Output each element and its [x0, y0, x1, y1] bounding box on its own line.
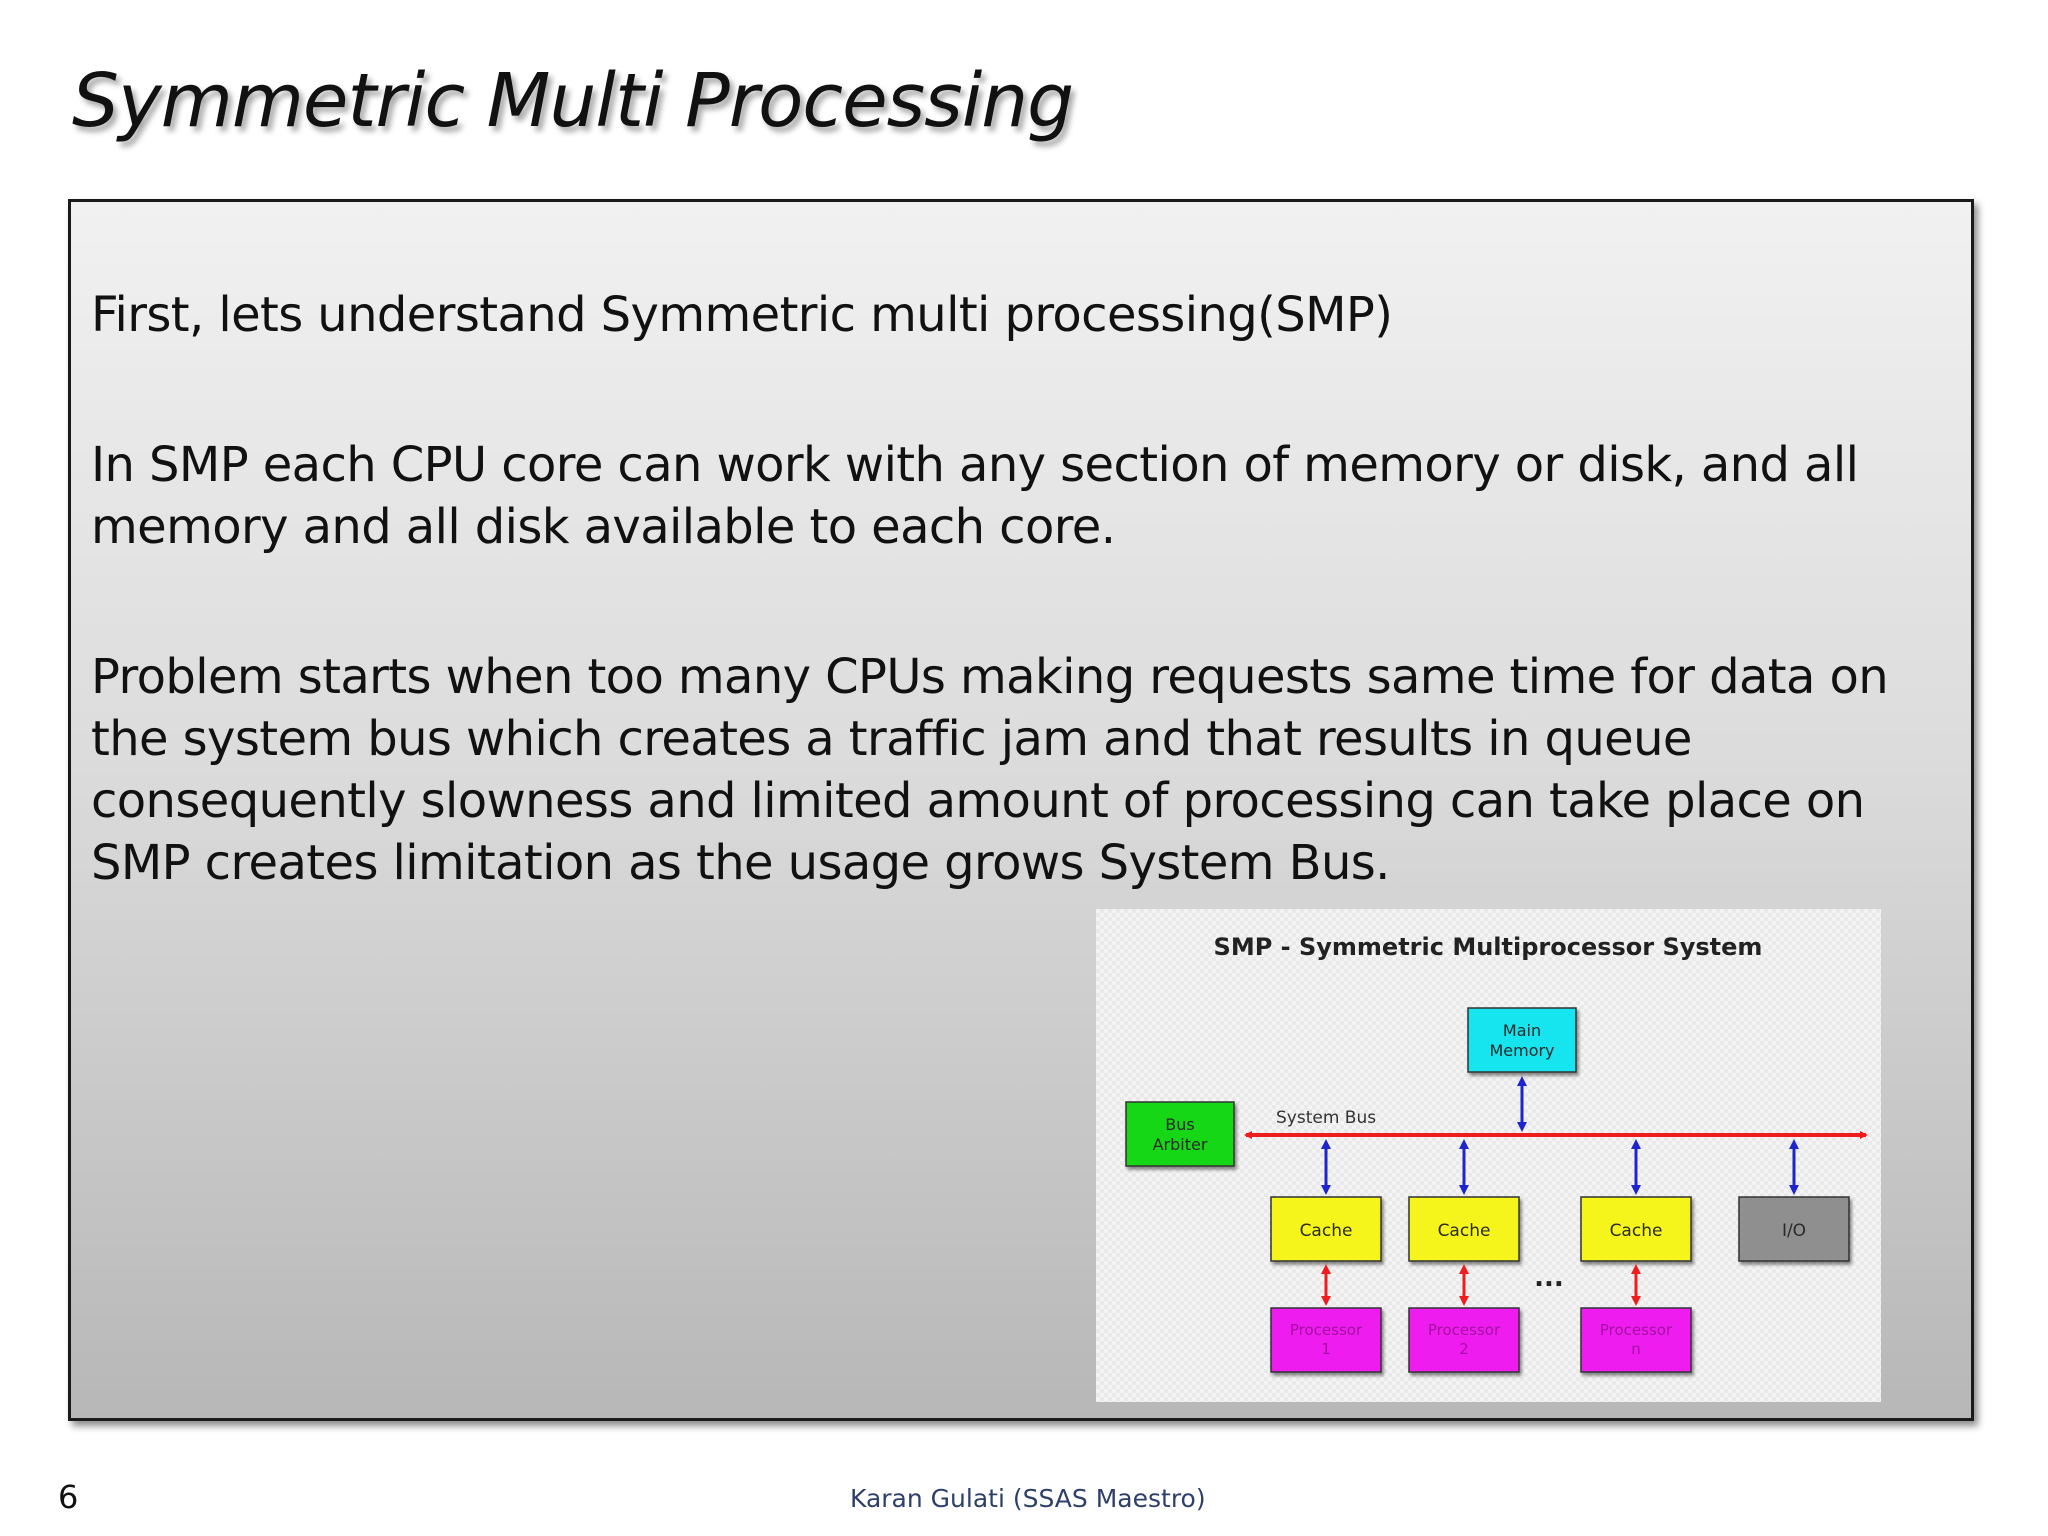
svg-text:Arbiter: Arbiter: [1153, 1135, 1208, 1154]
content-box: First, lets understand Symmetric multi p…: [68, 199, 1974, 1421]
smp-problem-paragraph: Problem starts when too many CPUs making…: [91, 649, 1889, 891]
cache-box-n: Cache: [1580, 1196, 1692, 1262]
svg-text:n: n: [1631, 1340, 1641, 1358]
ellipsis: ...: [1534, 1263, 1564, 1293]
cache-box-1: Cache: [1270, 1196, 1382, 1262]
svg-text:Bus: Bus: [1165, 1115, 1194, 1134]
svg-text:Cache: Cache: [1438, 1221, 1491, 1241]
smp-diagram: SMP - Symmetric Multiprocessor System Ma…: [1096, 909, 1881, 1402]
slide-title: Symmetric Multi Processing: [72, 58, 1074, 144]
svg-text:2: 2: [1459, 1340, 1469, 1358]
svg-text:Processor: Processor: [1290, 1321, 1363, 1339]
svg-text:Processor: Processor: [1428, 1321, 1501, 1339]
processor-box-n: Processor n: [1580, 1307, 1692, 1373]
svg-text:I/O: I/O: [1782, 1221, 1806, 1241]
system-bus-label: System Bus: [1276, 1108, 1376, 1128]
svg-text:Cache: Cache: [1610, 1221, 1663, 1241]
main-memory-box: Main Memory: [1467, 1007, 1577, 1073]
svg-text:1: 1: [1321, 1340, 1331, 1358]
intro-paragraph: First, lets understand Symmetric multi p…: [91, 287, 1393, 343]
diagram-title: SMP - Symmetric Multiprocessor System: [1214, 933, 1763, 961]
footer-author: Karan Gulati (SSAS Maestro): [850, 1484, 1206, 1513]
bus-arbiter-box: Bus Arbiter: [1125, 1101, 1235, 1167]
svg-text:Processor: Processor: [1600, 1321, 1673, 1339]
page-number: 6: [58, 1478, 79, 1516]
processor-box-1: Processor 1: [1270, 1307, 1382, 1373]
processor-box-2: Processor 2: [1408, 1307, 1520, 1373]
svg-text:Cache: Cache: [1300, 1221, 1353, 1241]
cache-box-2: Cache: [1408, 1196, 1520, 1262]
io-box: I/O: [1738, 1196, 1850, 1262]
svg-text:Main: Main: [1503, 1021, 1541, 1040]
smp-definition-paragraph: In SMP each CPU core can work with any s…: [91, 437, 1859, 555]
svg-text:Memory: Memory: [1489, 1041, 1554, 1060]
